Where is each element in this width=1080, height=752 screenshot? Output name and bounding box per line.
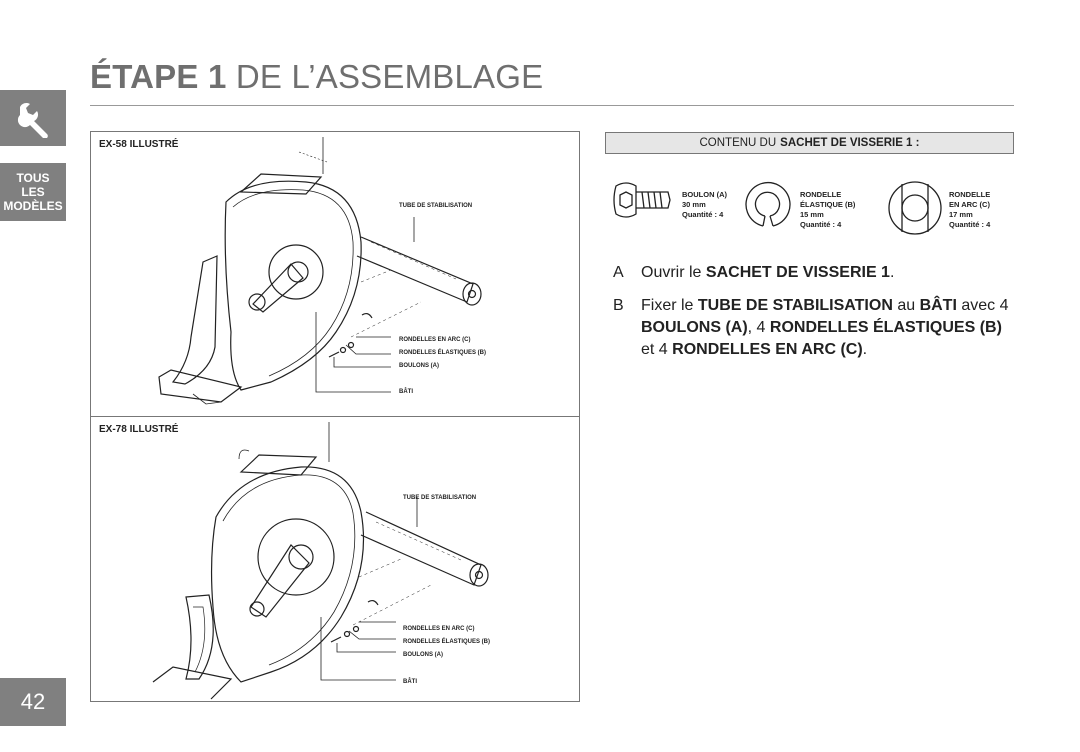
part-arc-washer-text: RONDELLE EN ARC (C) 17 mm Quantité : 4 — [949, 190, 990, 230]
ex58-callout-arc-washers: RONDELLES EN ARC (C) — [399, 337, 471, 343]
step-text-run: et 4 — [641, 341, 673, 358]
ex78-frame-shape — [210, 466, 365, 683]
figure-label-ex78: EX-78 ILLUSTRÉ — [99, 424, 179, 435]
ex78-illustration — [152, 422, 489, 700]
all-models-tab: TOUS LES MODÈLES — [0, 163, 66, 221]
models-line-3: MODÈLES — [3, 199, 63, 213]
ex78-callout-spring-washers: RONDELLES ÉLASTIQUES (B) — [403, 639, 491, 645]
part-bolt-line-3: Quantité : 4 — [682, 210, 724, 219]
models-line-2: LES — [21, 185, 45, 199]
ex78-callout-bolts: BOULONS (A) — [403, 652, 443, 658]
ex78-stabilizer-tube-shape — [360, 511, 482, 586]
ex58-illustration — [158, 137, 482, 405]
title-text: DE L’ASSEMBLAGE — [235, 58, 544, 95]
hardware-kit-heading: CONTENU DU SACHET DE VISSERIE 1 : — [605, 132, 1014, 154]
step-a-letter: A — [613, 264, 624, 281]
ex58-frame-shape — [224, 180, 362, 391]
part-arc-line-1: RONDELLE — [949, 190, 991, 199]
ex58-crank-shape — [268, 244, 324, 300]
ex78-callout-arc-washers: RONDELLES EN ARC (C) — [403, 626, 475, 632]
part-spring-line-1: RONDELLE — [800, 190, 842, 199]
part-bolt-text: BOULON (A) 30 mm Quantité : 4 — [682, 190, 727, 220]
step-text-run: BÂTI — [919, 297, 957, 314]
step-a-text: Ouvrir le SACHET DE VISSERIE 1. — [641, 262, 1011, 284]
page-title: ÉTAPE 1 DE L’ASSEMBLAGE — [90, 58, 543, 96]
step-text-run: TUBE DE STABILISATION — [697, 297, 893, 314]
kit-heading-plain: CONTENU DU — [699, 137, 777, 149]
illustration-panel: EX-58 ILLUSTRÉ TUBE DE STA — [90, 131, 580, 702]
part-arc-line-3: 17 mm — [949, 210, 973, 219]
step-text-run: au — [892, 297, 920, 314]
step-text-run: avec 4 — [956, 297, 1009, 314]
spring-washer-icon — [745, 182, 791, 227]
bolt-icon — [613, 182, 671, 218]
ex58-callout-spring-washers: RONDELLES ÉLASTIQUES (B) — [399, 350, 487, 356]
step-text-run: SACHET DE VISSERIE 1 — [705, 264, 890, 281]
ex78-crank-shape — [257, 518, 335, 596]
step-text-run: RONDELLES ÉLASTIQUES (B) — [769, 319, 1002, 336]
tool-tab — [0, 90, 66, 146]
figure-divider — [91, 416, 579, 417]
ex58-callout-tube: TUBE DE STABILISATION — [399, 203, 473, 209]
ex78-callout-frame: BÂTI — [403, 679, 417, 685]
step-text-run: . — [862, 341, 868, 358]
figure-label-ex58: EX-58 ILLUSTRÉ — [99, 139, 179, 150]
ex58-callout-frame: BÂTI — [399, 389, 413, 395]
step-text-run: , 4 — [747, 319, 770, 336]
part-spring-washer-text: RONDELLE ÉLASTIQUE (B) 15 mm Quantité : … — [800, 190, 855, 230]
part-spring-line-2: ÉLASTIQUE (B) — [800, 200, 856, 209]
title-divider — [90, 105, 1014, 106]
models-line-1: TOUS — [16, 171, 50, 185]
step-text-run: BOULONS (A) — [641, 319, 748, 336]
kit-heading-bold: SACHET DE VISSERIE 1 : — [780, 137, 920, 149]
step-text-run: RONDELLES EN ARC (C) — [672, 341, 863, 358]
wrench-icon — [17, 102, 48, 138]
ex58-stabilizer-tube-shape — [356, 236, 474, 303]
step-b-letter: B — [613, 297, 624, 314]
part-spring-line-4: Quantité : 4 — [800, 220, 842, 229]
ex58-callout-bolts: BOULONS (A) — [399, 363, 439, 369]
page-number: 42 — [0, 678, 66, 726]
title-step: ÉTAPE 1 — [90, 58, 227, 95]
part-bolt-line-2: 30 mm — [682, 200, 706, 209]
step-text-run: Ouvrir le — [641, 264, 706, 281]
part-arc-line-2: EN ARC (C) — [949, 200, 990, 209]
step-text-run: . — [889, 264, 895, 281]
part-arc-line-4: Quantité : 4 — [949, 220, 991, 229]
part-bolt-line-1: BOULON (A) — [682, 190, 727, 199]
arc-washer-icon — [888, 181, 942, 235]
step-b-text: Fixer le TUBE DE STABILISATION au BÂTI a… — [641, 295, 1011, 361]
part-spring-line-3: 15 mm — [800, 210, 824, 219]
ex78-callout-tube: TUBE DE STABILISATION — [403, 495, 477, 501]
step-text-run: Fixer le — [641, 297, 698, 314]
